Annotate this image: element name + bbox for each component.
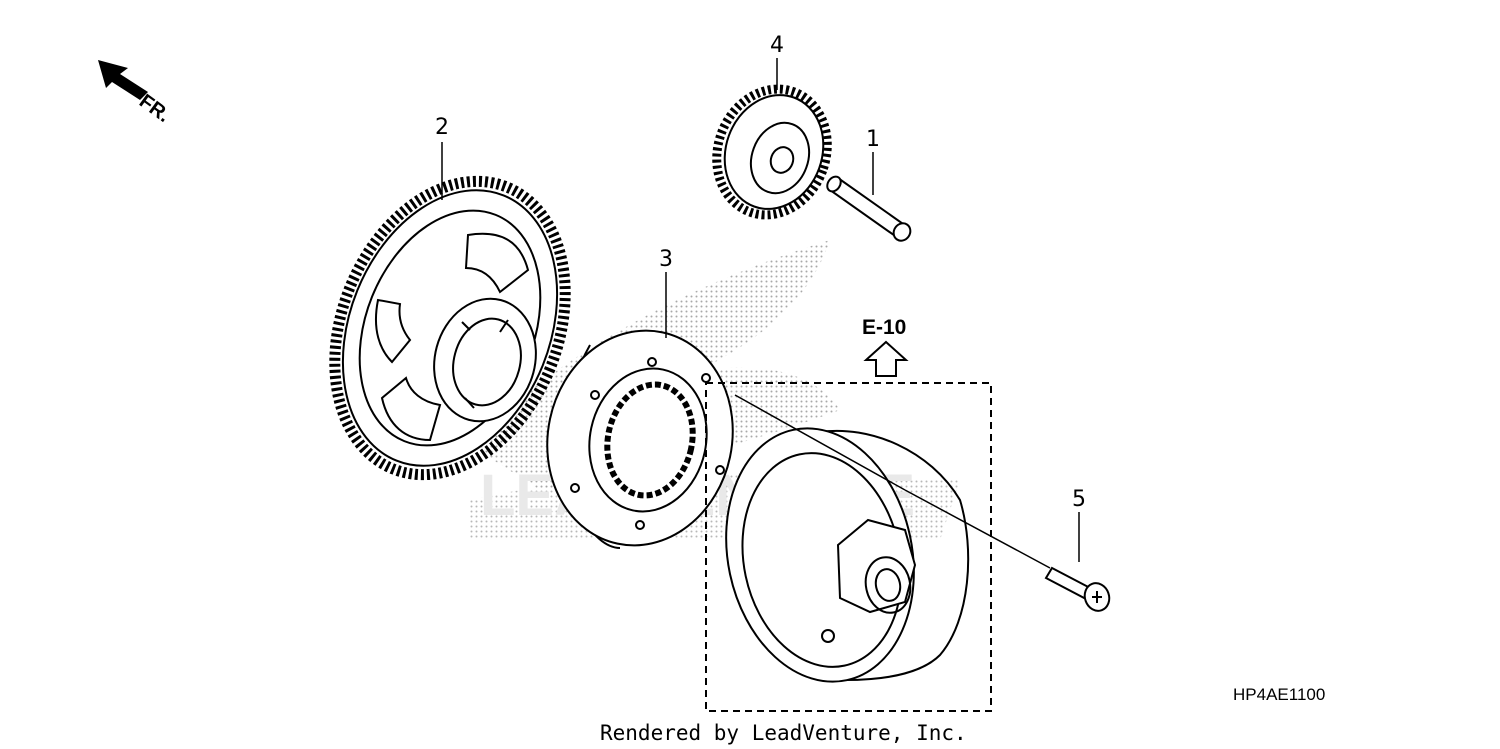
callout-5: 5 (1072, 487, 1086, 512)
reference-arrow-icon (863, 340, 909, 377)
callout-4: 4 (770, 33, 784, 58)
callout-1: 1 (866, 127, 880, 152)
callout-3: 3 (659, 247, 673, 272)
shaft-drawing (826, 175, 912, 242)
credit-text: Rendered by LeadVenture, Inc. (600, 721, 967, 745)
flywheel-drawing (705, 382, 992, 712)
one-way-clutch-drawing (546, 329, 734, 549)
leader-lines (441, 58, 1080, 569)
idle-gear-drawing (712, 84, 832, 220)
bolt-drawing (1044, 566, 1111, 612)
reference-box (705, 382, 992, 712)
diagram-code: HP4AE1100 (1233, 685, 1325, 704)
reference-label: E-10 (862, 316, 906, 339)
driven-gear-drawing (329, 175, 571, 481)
front-direction-arrow-icon: FR. (98, 60, 174, 127)
callout-2: 2 (435, 115, 449, 140)
